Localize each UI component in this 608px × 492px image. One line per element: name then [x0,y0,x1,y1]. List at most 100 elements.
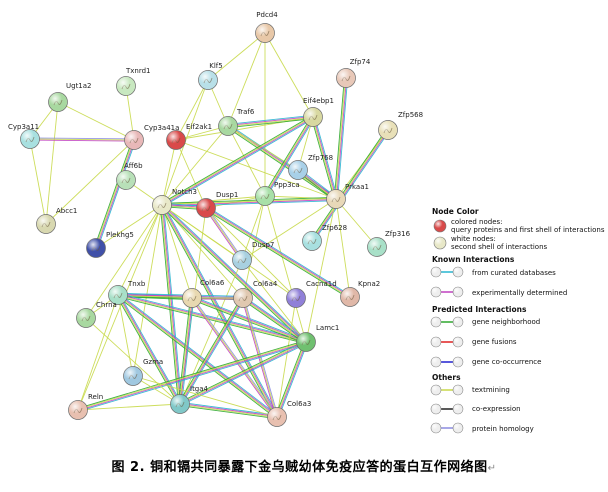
node-traf6[interactable]: Traf6 [218,108,255,136]
legend-homology-label: protein homology [472,425,534,433]
node-label-tnxb: Tnxb [127,280,146,288]
edge-Itga4-Col6a3 [179,401,278,420]
node-txnrd1[interactable]: Txnrd1 [116,67,151,96]
legend-query-node-swatch [433,219,447,233]
edge-Zfp568-Zfp628 [310,128,390,243]
edge-Notch3-Gzma [132,204,163,377]
node-lamc1[interactable]: Lamc1 [296,324,340,352]
edge-Notch3-Plekhg5 [95,204,163,249]
node-zfp74[interactable]: Zfp74 [336,58,371,88]
node-label-ugt1a2: Ugt1a2 [66,82,92,90]
node-pdcd4[interactable]: Pdcd4 [255,11,279,43]
node-eif4ebp1[interactable]: Eif4ebp1 [303,97,334,127]
node-label-col6a3: Col6a3 [287,400,311,408]
legend-node-color-title: Node Color [432,207,479,216]
node-zfp568[interactable]: Zfp568 [378,111,424,140]
edge-Tnxb-Gzma [117,294,134,377]
edge-Notch3-Dusp7 [161,204,243,261]
node-ppp3ca[interactable]: Ppp3ca [255,181,300,206]
edge-Tnxb-Reln [77,294,119,411]
node-label-pdcd4: Pdcd4 [256,11,278,19]
node-gzma[interactable]: Gzma [123,358,164,386]
edge-Col6a6-Col6a3 [190,297,279,418]
node-label-gzma: Gzma [143,358,163,366]
node-chrna[interactable]: Chrna [76,301,117,328]
node-label-col6a6: Col6a6 [200,279,225,287]
legend-homology-swatch [430,422,464,434]
edge-Dusp1-Dusp7 [204,207,244,261]
node-label-itga4: Itga4 [190,385,209,393]
legend-neighborhood-swatch [430,316,464,328]
legend-textmining-swatch [430,384,464,396]
node-plekhg5[interactable]: Plekhg5 [86,231,134,258]
edge-Zfp74-Prkaa1 [333,77,349,200]
edge-Cyp3a41a-Abcc1 [45,139,135,225]
node-cacna1d[interactable]: Cacna1d [286,280,337,308]
node-label-kpna2: Kpna2 [358,280,380,288]
edge-Traf6-Eif4ebp1 [227,114,314,129]
edge-Eif4ebp1-Notch3 [160,115,315,207]
edge-Eif2ak1-Dusp1 [175,139,207,209]
node-zfp316[interactable]: Zfp316 [367,230,411,257]
node-zfp768[interactable]: Zfp768 [288,154,334,180]
node-col6a3[interactable]: Col6a3 [267,400,312,427]
node-ugt1a2[interactable]: Ugt1a2 [48,82,92,112]
edge-Gzma-Col6a3 [132,375,278,418]
node-eif2ak1[interactable]: Eif2ak1 [166,123,213,150]
node-abcc1[interactable]: Abcc1 [36,207,78,234]
node-col6a6[interactable]: Col6a6 [182,279,225,308]
node-klf5[interactable]: Klf5 [198,62,223,90]
edge-Eif2ak1-Prkaa1 [175,139,337,200]
node-label-reln: Reln [88,393,103,401]
node-label-dusp7: Dusp7 [252,241,274,249]
node-label-abcc1: Abcc1 [56,207,77,215]
legend: Node Color colored nodes: query proteins… [430,207,605,434]
edge-Col6a4-Itga4 [178,296,245,406]
node-col6a4[interactable]: Col6a4 [233,280,278,308]
node-label-dusp1: Dusp1 [216,191,238,199]
node-label-cyp3a11: Cyp3a11 [8,123,39,131]
node-label-zfp768: Zfp768 [308,154,333,162]
legend-cooccurrence-swatch [430,356,464,368]
node-notch3[interactable]: Notch3 [152,188,198,215]
node-label-prkaa1: Prkaa1 [345,183,369,191]
node-label-plekhg5: Plekhg5 [106,231,134,239]
figure-caption: 图 2. 铜和镉共同暴露下金乌贼幼体免疫应答的蛋白互作网络图↵ [0,456,608,475]
node-zfp628[interactable]: Zfp628 [302,224,348,251]
edge-Dusp1-Cacna1d [205,207,297,299]
edge-Lamc1-Reln [77,339,307,413]
edge-Notch3-Col6a6 [161,204,193,299]
legend-neighborhood-label: gene neighborhood [472,318,540,326]
node-label-chrna: Chrna [96,301,117,309]
edge-Chrna-Itga4 [85,317,181,405]
legend-others-title: Others [432,373,461,382]
node-cyp3a11[interactable]: Cyp3a11 [8,123,40,149]
edge-Klf5-Eif2ak1 [175,79,209,141]
legend-curated-swatch [430,266,464,278]
edge-Cyp3a11-Cyp3a41a [29,137,135,142]
node-itga4[interactable]: Itga4 [170,385,209,414]
edge-Prkaa1-Lamc1 [305,198,337,343]
node-dusp7[interactable]: Dusp7 [232,241,275,270]
node-kpna2[interactable]: Kpna2 [340,280,381,307]
edge-Notch3-Tnxb [117,204,163,296]
node-aff6b[interactable]: Aff6b [116,162,144,190]
edge-Prkaa1-Zfp316 [335,198,378,248]
node-tnxb[interactable]: Tnxb [108,280,146,305]
edge-Prkaa1-Kpna2 [335,198,351,298]
node-label-col6a4: Col6a4 [253,280,278,288]
node-label-eif4ebp1: Eif4ebp1 [303,97,334,105]
edge-Eif4ebp1-Ppp3ca [263,115,315,198]
caption-text: 图 2. 铜和镉共同暴露下金乌贼幼体免疫应答的蛋白互作网络图 [111,460,488,475]
edge-Prkaa1-Dusp7 [241,198,337,261]
edge-Cacna1d-Col6a3 [276,297,297,418]
node-prkaa1[interactable]: Prkaa1 [326,183,369,209]
node-label-zfp316: Zfp316 [385,230,411,238]
legend-coexpression-label: co-expression [472,405,521,413]
node-cyp3a41a[interactable]: Cyp3a41a [124,124,180,150]
edge-Notch3-Chrna [85,204,163,319]
node-dusp1[interactable]: Dusp1 [196,191,239,218]
edge-Col6a4-Lamc1 [241,296,308,344]
node-reln[interactable]: Reln [68,393,104,420]
node-label-aff6b: Aff6b [124,162,143,170]
